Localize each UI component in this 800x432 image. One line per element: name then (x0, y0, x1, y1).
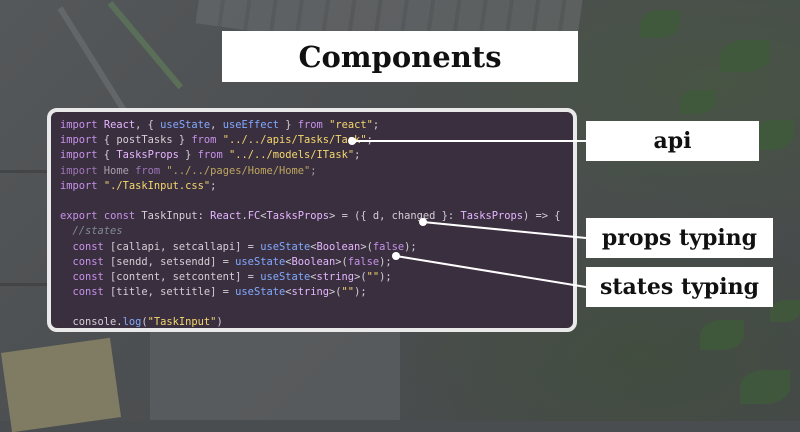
leaf-decoration (700, 320, 744, 350)
code-line: import Home from "../../pages/Home/Home"… (60, 164, 317, 177)
label-states: states typing (599, 274, 760, 300)
title-box: Components (222, 31, 578, 82)
label-props: props typing (601, 225, 758, 251)
leaf-decoration (770, 300, 800, 322)
connector-lines (348, 137, 587, 288)
connector-dot-api (348, 137, 356, 145)
code-line: //states (60, 225, 123, 238)
label-api-box: api (586, 121, 759, 161)
code-line: import "./TaskInput.css"; (60, 179, 217, 192)
leaf-decoration (680, 90, 716, 114)
code-block: import React, { useState, useEffect } fr… (47, 108, 577, 332)
code-line: const [content, setcontent] = useState<s… (72, 270, 392, 283)
connector-props (422, 221, 587, 239)
label-props-box: props typing (586, 218, 773, 258)
leaf-decoration (740, 370, 790, 404)
code-line: export const TaskInput: React.FC<TasksPr… (60, 210, 561, 223)
code-line: import { TasksProps } from "../../models… (60, 149, 361, 162)
code-line: const [sendd, setsendd] = useState<Boole… (72, 255, 392, 268)
leaf-decoration (640, 10, 680, 38)
code-line: const [callapi, setcallapi] = useState<B… (72, 240, 417, 253)
code-text: import React, { useState, useEffect } fr… (60, 118, 561, 329)
notepad-decoration (150, 330, 400, 420)
code-line: console.log("TaskInput") (60, 316, 223, 329)
label-states-box: states typing (586, 267, 773, 307)
label-api: api (653, 128, 692, 154)
connector-dot-states (392, 252, 400, 260)
code-line: const [title, settitle] = useState<strin… (72, 286, 367, 299)
leaf-decoration (720, 40, 770, 72)
connector-dot-props (419, 218, 427, 226)
code-line: import React, { useState, useEffect } fr… (60, 119, 380, 131)
page-title: Components (298, 39, 502, 74)
connector-states (395, 255, 587, 288)
